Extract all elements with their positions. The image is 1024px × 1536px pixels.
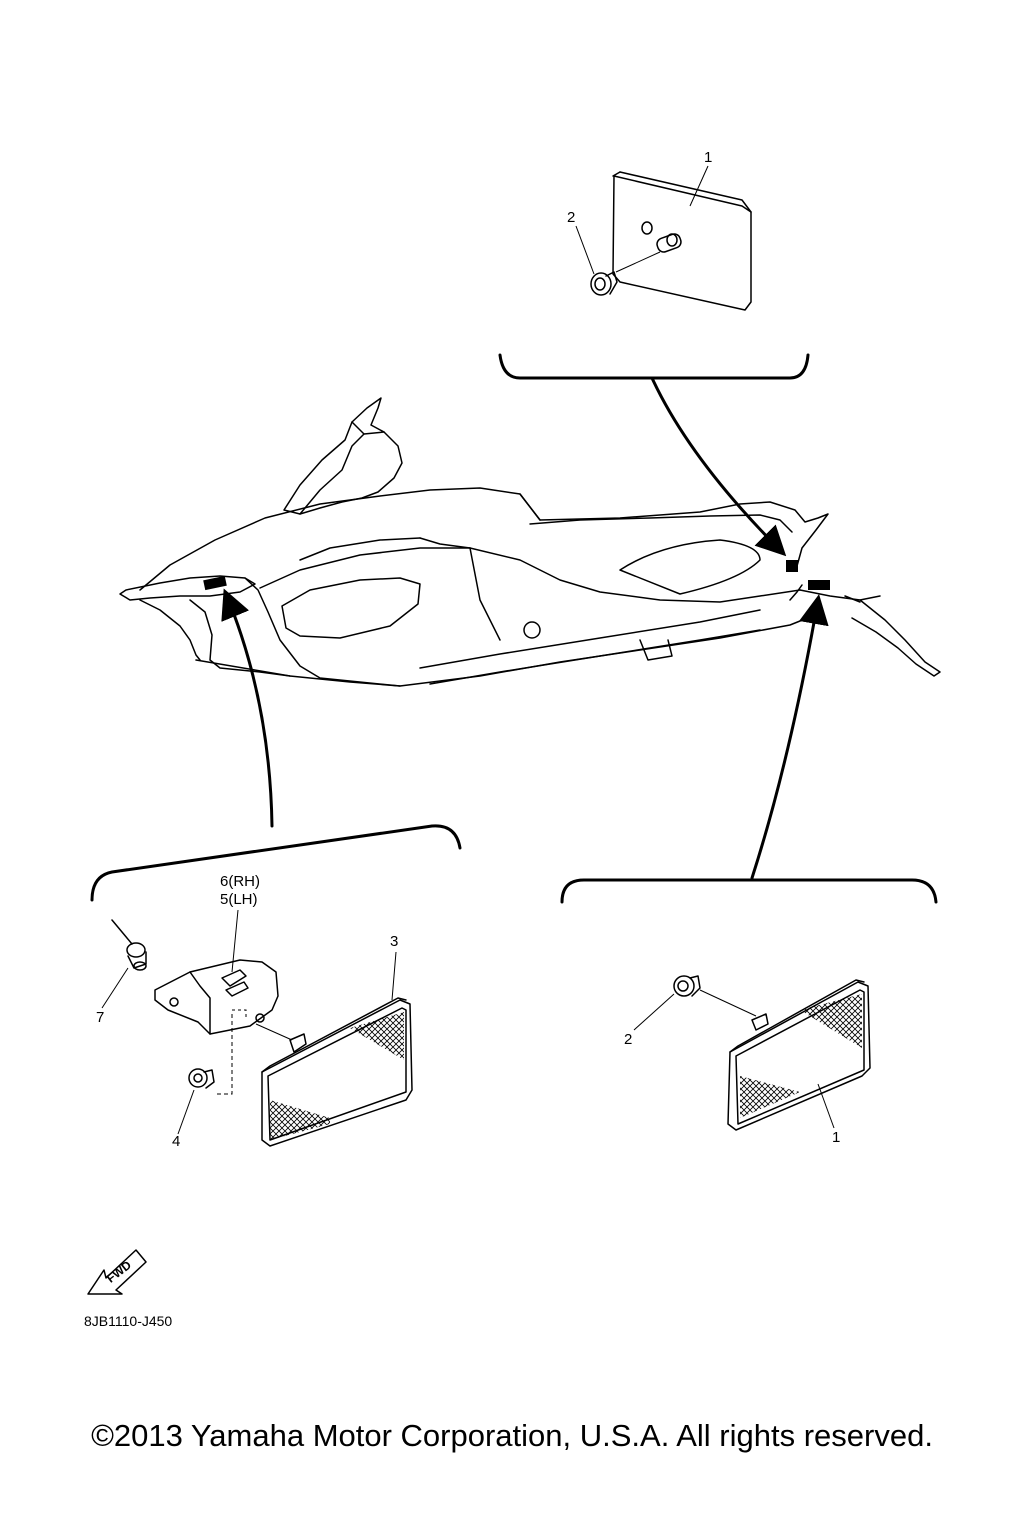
top-nut [590, 271, 618, 296]
left-callout-5: 5(LH) [220, 891, 258, 908]
left-callout-6: 6(RH) [220, 873, 260, 890]
right-detail-bracket [560, 878, 938, 904]
right-assembly-line [699, 989, 757, 1017]
left-detail-bracket [90, 824, 462, 902]
rear-reflector-mark [808, 580, 830, 590]
right-detail-group: 2 1 [560, 878, 938, 1146]
top-callout-1: 1 [704, 149, 712, 166]
left-callout-4: 4 [172, 1133, 180, 1150]
left-nut [188, 1068, 215, 1089]
mounting-bracket [154, 959, 279, 1095]
arrow-left-detail [221, 588, 274, 828]
snowmobile-body [119, 397, 941, 687]
left-leader-7 [101, 967, 129, 1009]
top-detail-bracket [498, 353, 810, 380]
diagram-code: 8JB1110-J450 [84, 1313, 172, 1329]
copyright-notice: ©2013 Yamaha Motor Corporation, U.S.A. A… [91, 1418, 933, 1453]
right-callout-2: 2 [624, 1031, 632, 1048]
tail-reflector-mark [786, 560, 798, 572]
left-leader-4 [177, 1089, 195, 1135]
front-bumper [119, 575, 256, 601]
windshield [283, 397, 403, 515]
hood [139, 487, 829, 591]
fwd-arrow: FWD [87, 1249, 147, 1295]
left-detail-group: 6(RH) 5(LH) 3 7 4 [90, 824, 462, 1150]
top-leader-1 [689, 165, 709, 207]
left-callout-7: 7 [96, 1009, 104, 1026]
top-reflector-plate [612, 171, 752, 311]
rivet [111, 919, 147, 971]
right-reflector [727, 979, 871, 1131]
arrow-top-detail [650, 376, 787, 557]
right-callout-1: 1 [832, 1129, 840, 1146]
right-nut [673, 975, 701, 997]
top-detail-group: 1 2 [498, 149, 810, 380]
arrow-right-detail [750, 594, 829, 880]
top-assembly-line [615, 251, 661, 273]
left-leader-6 [231, 909, 239, 973]
front-reflector-mark [203, 575, 227, 591]
left-reflector [255, 997, 413, 1147]
left-callout-3: 3 [390, 933, 398, 950]
right-leader-1 [817, 1083, 835, 1129]
top-callout-2: 2 [567, 209, 575, 226]
left-leader-3 [391, 951, 397, 1001]
top-leader-2 [575, 225, 595, 275]
fwd-label: FWD [104, 1258, 134, 1286]
right-leader-2 [633, 993, 675, 1031]
